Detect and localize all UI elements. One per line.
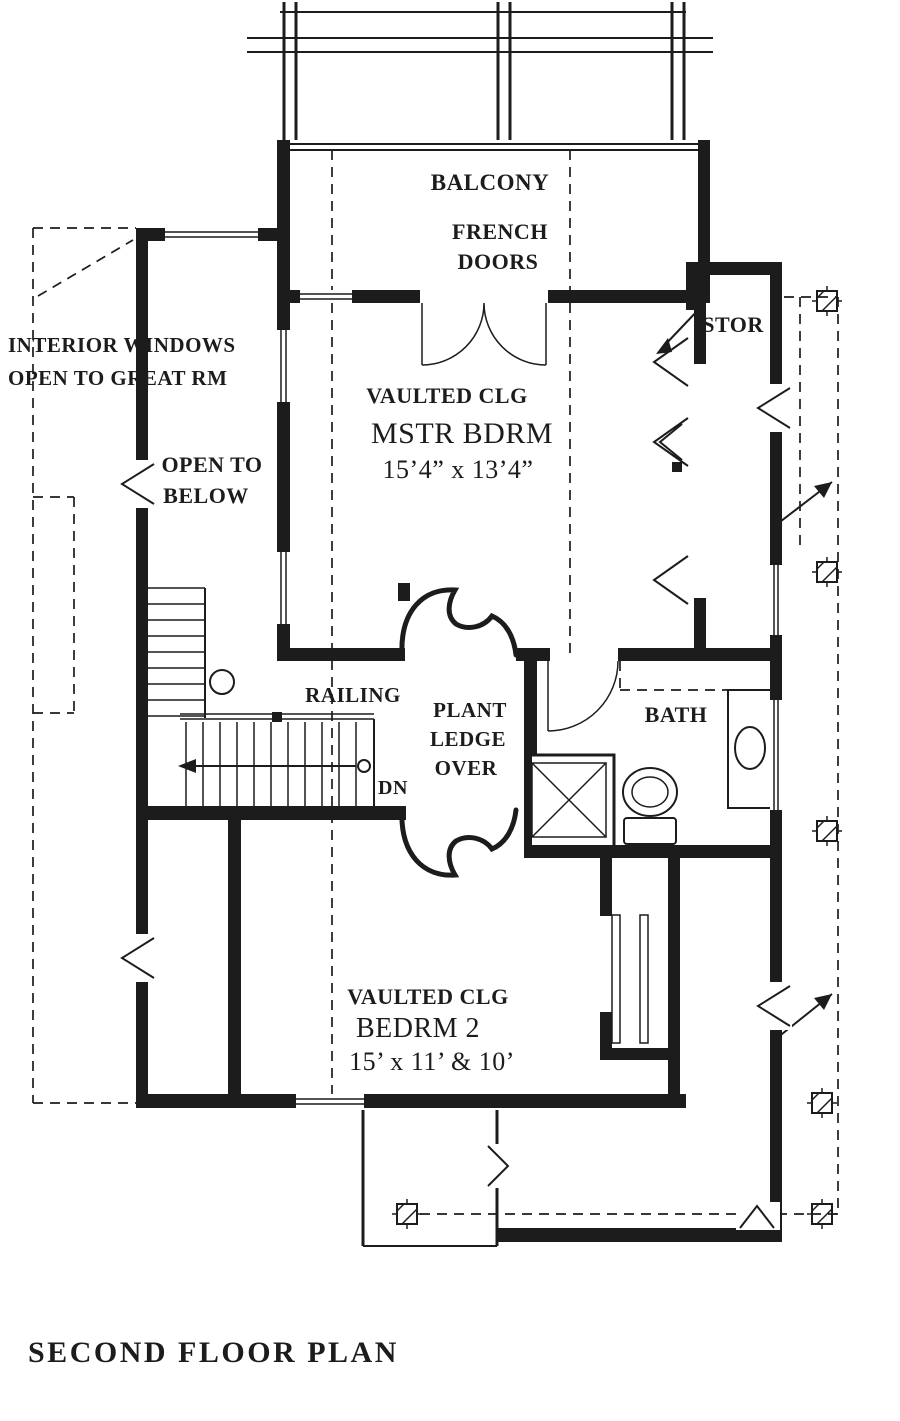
bedroom2-label: BEDRM 2 bbox=[356, 1013, 480, 1044]
open-to-below-label-line2: BELOW bbox=[163, 483, 249, 508]
plan-labels: BALCONY FRENCH DOORS STOR INTERIOR WINDO… bbox=[8, 170, 764, 1369]
column-below bbox=[209, 669, 235, 695]
french-doors-label-line2: DOORS bbox=[458, 249, 539, 274]
sink bbox=[734, 726, 766, 770]
balcony-label: BALCONY bbox=[431, 170, 550, 195]
roof-overhang-dashed-left bbox=[32, 227, 136, 1104]
interior-windows-label-line2: OPEN TO GREAT RM bbox=[8, 366, 227, 390]
open-to-below-label-line1: OPEN TO bbox=[161, 452, 262, 477]
window-openings bbox=[165, 228, 782, 1108]
bath-fixtures bbox=[524, 689, 773, 845]
ceiling-vault-dashed-lines bbox=[331, 150, 571, 1094]
french-door-arcs bbox=[421, 302, 547, 366]
interior-windows-label-line1: INTERIOR WINDOWS bbox=[8, 333, 236, 357]
bath-door-arc bbox=[547, 660, 619, 732]
railing-label: RAILING bbox=[305, 683, 401, 707]
bath-label: BATH bbox=[645, 702, 708, 727]
door-swings bbox=[421, 302, 619, 732]
wall-break-marks bbox=[120, 384, 792, 1230]
walls bbox=[136, 140, 782, 1242]
plant-ledge-label-line3: OVER bbox=[435, 756, 498, 780]
french-door-leaves bbox=[421, 303, 547, 365]
down-label: DN bbox=[378, 777, 408, 799]
master-bedroom-dimensions: 15’4” x 13’4” bbox=[383, 455, 534, 484]
deck-outline-dashed-right bbox=[420, 296, 839, 1215]
toilet-bowl bbox=[622, 767, 678, 817]
plant-ledge-label-line2: LEDGE bbox=[430, 727, 506, 751]
master-ceiling-label: VAULTED CLG bbox=[366, 383, 527, 408]
plan-title: SECOND FLOOR PLAN bbox=[28, 1336, 399, 1369]
stair-direction-arrow bbox=[178, 759, 196, 773]
storage-closet-marks bbox=[652, 307, 701, 605]
closet-doors-bedroom2 bbox=[611, 914, 649, 1044]
newel-post bbox=[357, 759, 371, 773]
bedroom2-dimensions: 15’ x 11’ & 10’ bbox=[349, 1047, 515, 1076]
french-doors-label-line1: FRENCH bbox=[452, 219, 548, 244]
bath-soffit-dashed bbox=[619, 661, 730, 691]
roof-beams-and-posts bbox=[247, 2, 713, 151]
bedroom2-ceiling-label: VAULTED CLG bbox=[347, 984, 508, 1009]
master-bedroom-label: MSTR BDRM bbox=[371, 417, 553, 450]
plant-ledge-arches bbox=[399, 587, 519, 878]
storage-label: STOR bbox=[702, 312, 764, 337]
stairs bbox=[148, 587, 375, 806]
shower-enclosure bbox=[524, 753, 616, 845]
plant-ledge-label-line1: PLANT bbox=[433, 698, 507, 722]
lower-deck-lines bbox=[361, 1110, 499, 1247]
toilet-tank bbox=[623, 817, 677, 845]
